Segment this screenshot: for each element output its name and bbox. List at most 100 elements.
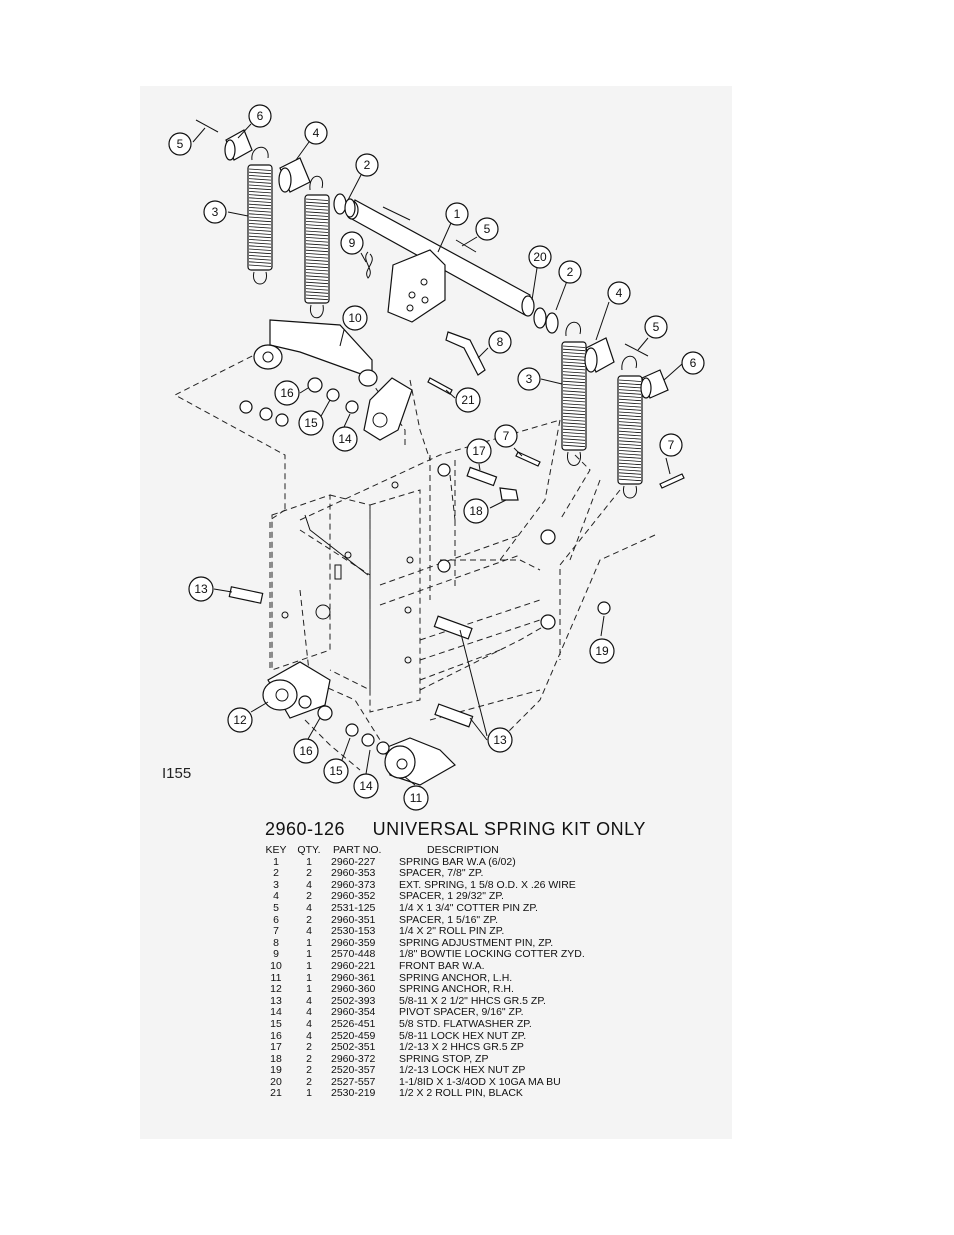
cell-key: 6 — [273, 913, 279, 926]
spring-coil-line — [248, 248, 272, 251]
cell-description: SPACER, 1 5/16" ZP. — [399, 913, 499, 926]
spring-coil-line — [248, 239, 272, 242]
kit-title: 2960-126 UNIVERSAL SPRING KIT ONLY — [265, 819, 646, 840]
spring-coil-line — [562, 371, 586, 374]
spring-coil-line — [618, 398, 642, 402]
spring-coil-line — [562, 352, 586, 355]
cell-part-no: 2960-359 — [331, 936, 376, 949]
cell-description: 1/2-13 X 2 HHCS GR.5 ZP — [399, 1041, 524, 1054]
spring-coil-line — [562, 387, 586, 390]
spring-coil-line — [618, 456, 642, 459]
spring-coil-line — [618, 430, 642, 434]
spring-coil-line — [562, 393, 586, 396]
cell-description: SPRING BAR W.A (6/02) — [399, 855, 516, 868]
callout-1: 1 — [445, 202, 469, 226]
spring-coil-line — [305, 208, 329, 211]
callout-20: 20 — [528, 245, 552, 269]
spring-coil-line — [248, 187, 272, 191]
callout-17: 17 — [466, 438, 492, 464]
spring-coil-line — [248, 203, 272, 207]
spring-coil-line — [562, 358, 586, 361]
callout-13-right: 13 — [487, 727, 513, 753]
svg-text:5: 5 — [653, 320, 660, 334]
cell-description: FRONT BAR W.A. — [399, 959, 485, 972]
cell-part-no: 2520-357 — [331, 1064, 376, 1077]
callout-3-right: 3 — [517, 367, 541, 391]
cell-key: 15 — [270, 1017, 282, 1030]
spring-coil-line — [305, 297, 329, 301]
cell-part-no: 2960-352 — [331, 890, 376, 903]
svg-text:11: 11 — [410, 791, 423, 805]
header-qty: QTY. — [297, 844, 321, 856]
svg-text:4: 4 — [313, 126, 320, 140]
drawing-id-label: I155 — [162, 765, 192, 782]
parts-table-header: KEY QTY. PART NO. DESCRIPTION — [257, 844, 585, 857]
cell-qty: 4 — [306, 1006, 312, 1019]
spring-coil-line — [618, 450, 642, 453]
svg-text:2: 2 — [567, 265, 574, 279]
spring-coil-line — [562, 441, 586, 444]
cell-part-no: 2960-360 — [331, 983, 376, 996]
svg-text:16: 16 — [299, 744, 313, 758]
callout-5-mid: 5 — [475, 217, 499, 241]
spring-coil-line — [618, 405, 642, 408]
callout-7-right: 7 — [659, 433, 683, 457]
svg-text:2: 2 — [364, 158, 371, 172]
spring-coil-line — [618, 475, 642, 478]
cell-qty: 2 — [306, 1052, 312, 1065]
spring-coil-line — [305, 227, 329, 230]
svg-text:21: 21 — [461, 393, 475, 407]
spring-coil-line — [248, 229, 272, 232]
svg-text:16: 16 — [280, 386, 294, 400]
spring-coil-line — [305, 240, 329, 243]
cell-description: SPRING ANCHOR, R.H. — [399, 983, 514, 996]
callout-2-right: 2 — [558, 260, 582, 284]
cell-key: 2 — [273, 867, 279, 880]
callout-9: 9 — [340, 231, 364, 255]
spring-coil-line — [618, 402, 642, 405]
spring-coil-line — [618, 424, 642, 427]
spring-coil-line — [618, 395, 642, 398]
spring-coil-line — [248, 210, 272, 213]
callout-18: 18 — [463, 498, 489, 524]
spring-coil-line — [305, 275, 329, 278]
spring-coil-line — [618, 446, 642, 450]
spring-coil-line — [618, 469, 642, 472]
front-bar-part-10 — [253, 319, 378, 387]
cell-description: PIVOT SPACER, 9/16" ZP. — [399, 1006, 524, 1019]
cell-part-no: 2531-125 — [331, 901, 376, 914]
svg-text:4: 4 — [616, 286, 623, 300]
callout-12: 12 — [227, 707, 253, 733]
svg-text:15: 15 — [304, 416, 318, 430]
spring-coil-line — [562, 403, 586, 406]
cell-qty: 4 — [306, 1029, 312, 1042]
callout-7-mid: 7 — [494, 424, 518, 448]
spring-coil-line — [305, 272, 329, 275]
spring-coil-line — [305, 291, 329, 294]
svg-text:5: 5 — [177, 137, 184, 151]
spring-coil-line — [305, 288, 329, 291]
spring-coil-line — [562, 396, 586, 400]
cell-part-no: 2527-557 — [331, 1075, 376, 1088]
callout-11: 11 — [403, 785, 429, 811]
cell-part-no: 2960-361 — [331, 971, 376, 984]
spring-coil-line — [248, 255, 272, 258]
spring-coil-line — [305, 256, 329, 259]
spring-coil-line — [618, 408, 642, 411]
svg-text:10: 10 — [348, 311, 362, 325]
spring-bar-part-1 — [345, 199, 535, 323]
callout-5-right: 5 — [644, 315, 668, 339]
spring-coil-line — [248, 226, 272, 229]
callout-16-bottom: 16 — [293, 738, 319, 764]
spring-coil-line — [305, 278, 329, 281]
svg-text:3: 3 — [526, 372, 533, 386]
spring-coil-line — [562, 432, 586, 435]
callout-19: 19 — [589, 638, 615, 664]
